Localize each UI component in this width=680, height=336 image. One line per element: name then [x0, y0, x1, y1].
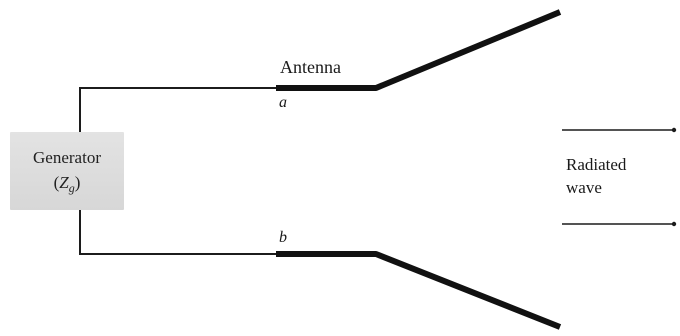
- terminal-a-label: a: [279, 94, 287, 111]
- feed-wire-bottom: [79, 210, 278, 255]
- wave-arrow-bottom: [562, 221, 677, 227]
- impedance-close-paren: ): [74, 173, 81, 192]
- generator-impedance: (Zg): [10, 173, 124, 196]
- impedance-symbol: Z: [59, 173, 69, 192]
- feed-wire-top: [79, 87, 278, 132]
- generator-label: Generator: [33, 148, 101, 167]
- radiated-wave-label-line2: wave: [566, 178, 602, 197]
- generator-box: Generator (Zg): [10, 132, 124, 210]
- terminal-b-label: b: [279, 229, 287, 246]
- wave-arrow-top: [562, 127, 677, 133]
- antenna-label: Antenna: [280, 57, 341, 77]
- impedance-open-paren: (: [53, 173, 60, 192]
- antenna-arm-top: [276, 9, 562, 91]
- impedance-subscript: g: [68, 181, 75, 195]
- radiated-wave-label-line1: Radiated: [566, 155, 627, 174]
- antenna-arm-bottom: [276, 251, 562, 330]
